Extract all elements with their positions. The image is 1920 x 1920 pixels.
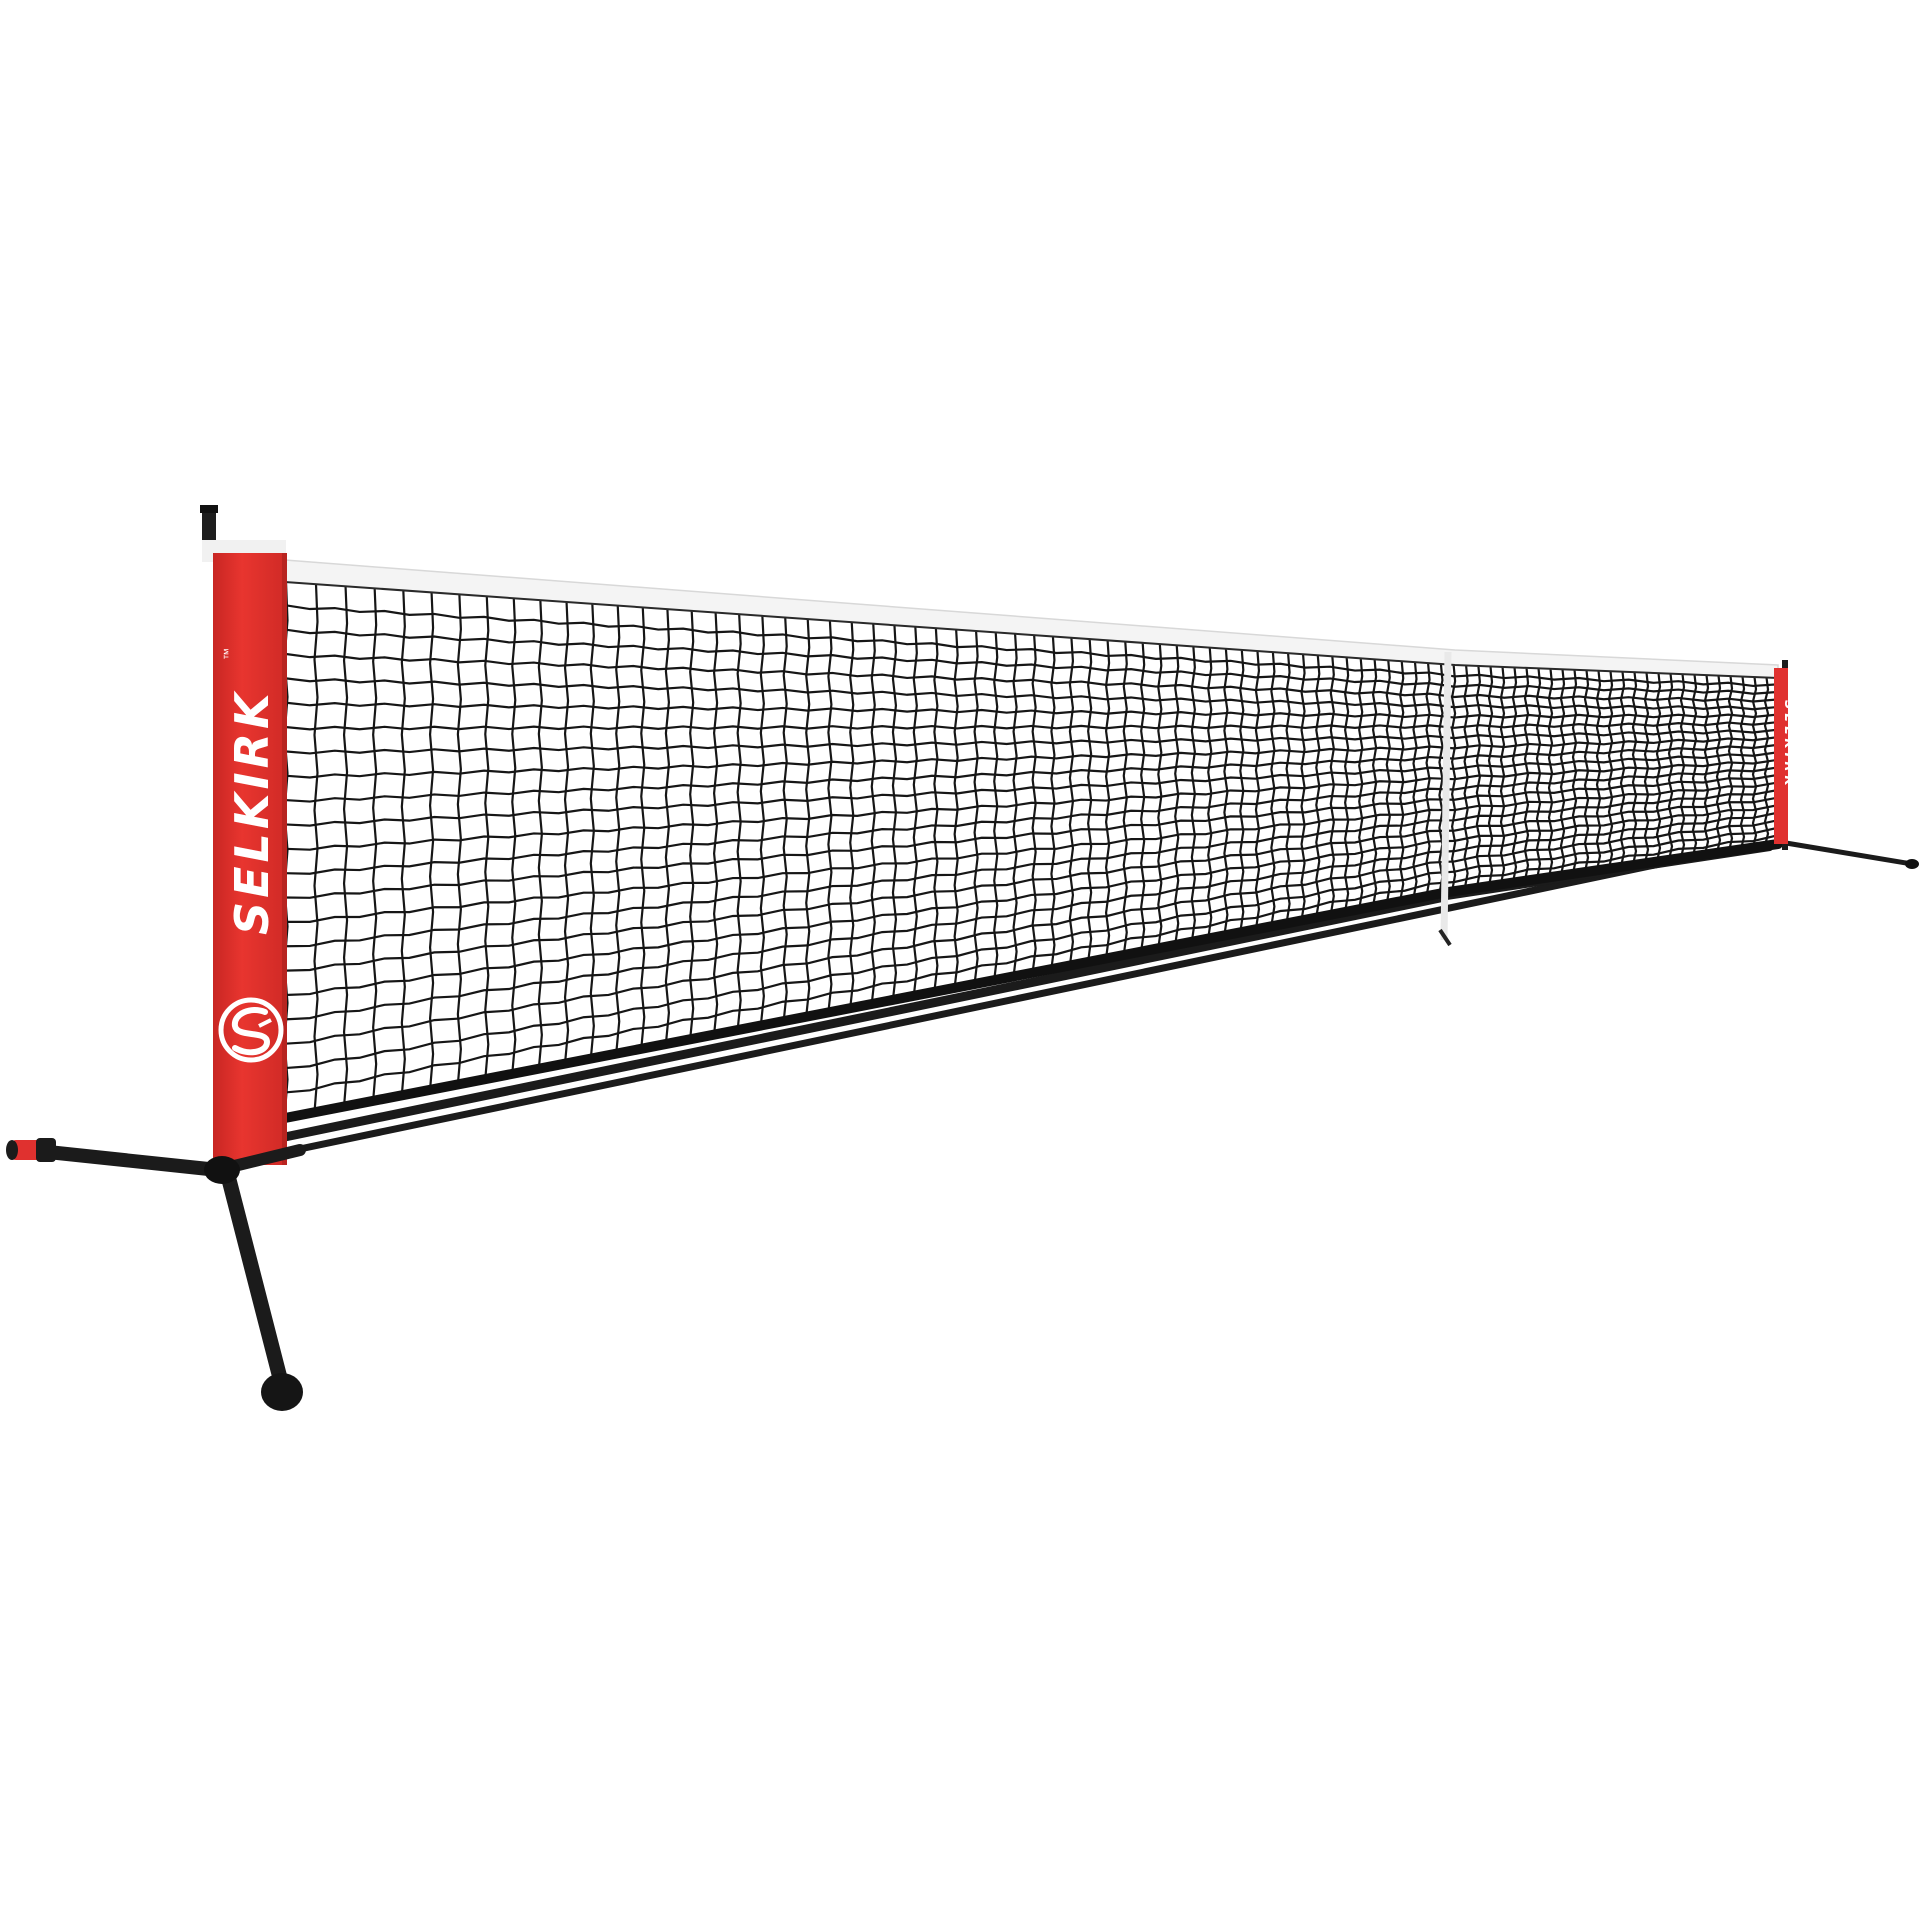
left-post-cap bbox=[200, 505, 218, 513]
net-vertical-cord bbox=[827, 620, 833, 1013]
right-post-sleeve bbox=[1774, 668, 1788, 844]
right-base-foot bbox=[1905, 859, 1919, 869]
center-strap bbox=[1440, 651, 1452, 941]
left-base-end-cap-red bbox=[10, 1140, 42, 1160]
net-horizontal-cord bbox=[285, 826, 1778, 1070]
net-horizontal-cord bbox=[285, 652, 1778, 703]
net-horizontal-cord bbox=[285, 773, 1778, 899]
net-vertical-cord bbox=[428, 592, 435, 1090]
net-horizontal-cord bbox=[285, 720, 1778, 731]
net-horizontal-cord bbox=[285, 743, 1778, 803]
left-sleeve-trademark: ™ bbox=[221, 648, 235, 660]
left-base-hub bbox=[204, 1156, 240, 1184]
net-horizontal-cord bbox=[285, 788, 1778, 948]
right-post: SELKIRK bbox=[1774, 660, 1796, 850]
left-base bbox=[6, 1138, 306, 1411]
left-sleeve-brand-text: SELKIRK bbox=[225, 689, 279, 935]
net-horizontal-cord bbox=[285, 701, 1778, 719]
net-horizontal-cord bbox=[285, 781, 1778, 923]
net-horizontal-cord bbox=[285, 796, 1778, 972]
net-horizontal-cord bbox=[285, 736, 1778, 779]
right-sleeve-brand-text: SELKIRK bbox=[1781, 700, 1796, 790]
left-post-sleeve bbox=[213, 553, 286, 1165]
left-base-arm-back bbox=[41, 1145, 225, 1177]
net-horizontal-cord bbox=[285, 758, 1778, 851]
center-strap-clip bbox=[1438, 928, 1452, 947]
left-base-foot bbox=[261, 1373, 303, 1411]
left-post: SELKIRK ™ bbox=[200, 505, 287, 1165]
net-horizontal-cord bbox=[285, 803, 1778, 997]
net-horizontal-cord bbox=[285, 677, 1778, 711]
net-horizontal-cord bbox=[285, 834, 1778, 1094]
selkirk-s-logo-icon bbox=[218, 997, 284, 1063]
net-horizontal-cord bbox=[285, 766, 1778, 875]
net-headband-edge bbox=[284, 581, 1779, 679]
net-horizontal-cord bbox=[285, 728, 1778, 755]
net-horizontal-cord bbox=[285, 628, 1778, 695]
left-base-end-cap-face bbox=[6, 1140, 18, 1160]
net-horizontal-cord bbox=[285, 604, 1778, 688]
net-vertical-cord bbox=[1425, 662, 1431, 897]
net-horizontal-cord bbox=[285, 819, 1778, 1045]
net-horizontal-cord bbox=[285, 751, 1778, 827]
left-base-end-cap bbox=[36, 1138, 56, 1162]
left-base-arm-front bbox=[218, 1160, 288, 1386]
net-vertical-cord bbox=[1475, 665, 1482, 888]
left-post-sleeve-seam bbox=[282, 553, 287, 1165]
net-horizontal-cord bbox=[285, 811, 1778, 1021]
net-vertical-cord bbox=[1523, 667, 1530, 881]
